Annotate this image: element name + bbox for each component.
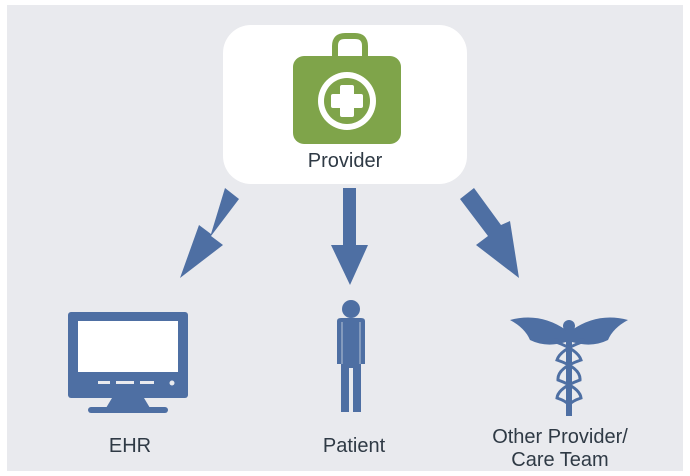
other-provider-label-line2: Care Team <box>511 449 609 471</box>
patient-label: Patient <box>322 435 386 457</box>
person-icon <box>337 300 365 412</box>
other-provider-label-line1: Other Provider/ <box>492 426 628 448</box>
arrow-to-patient <box>331 188 368 285</box>
arrow-to-other <box>460 188 519 278</box>
medical-kit-icon <box>293 33 401 144</box>
computer-monitor-icon <box>68 312 188 413</box>
provider-label: Provider <box>307 150 383 172</box>
arrow-to-ehr <box>180 188 239 278</box>
caduceus-icon <box>510 317 628 416</box>
other-provider-label: Other Provider/ Care Team <box>460 426 660 472</box>
ehr-label: EHR <box>108 435 152 457</box>
